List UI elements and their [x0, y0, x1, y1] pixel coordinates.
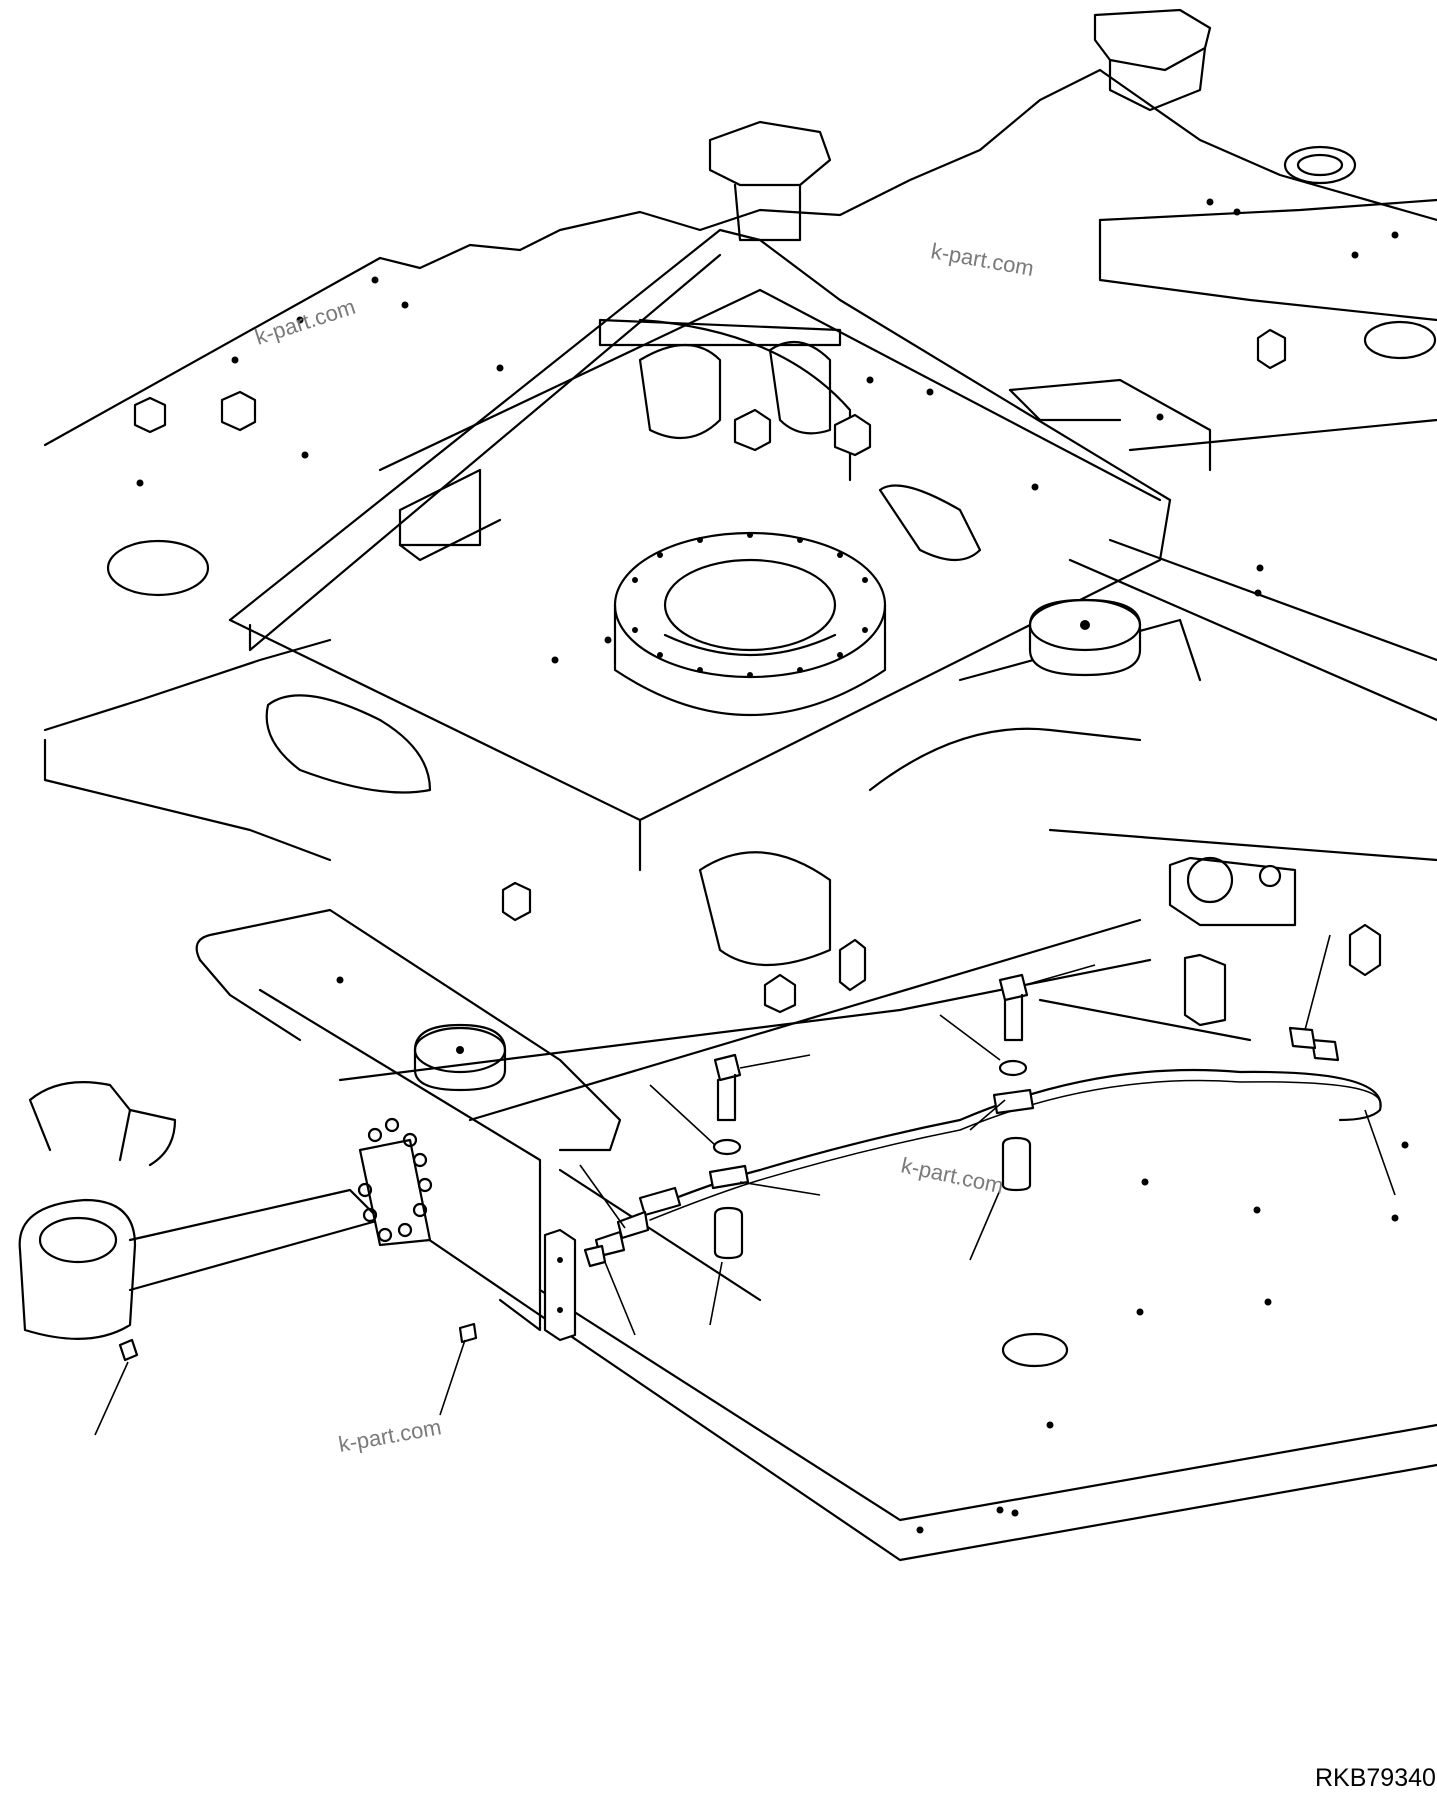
clamp-hardware: [118, 973, 1035, 1362]
upper-frame: [228, 8, 1437, 966]
swing-circle: [613, 531, 887, 717]
watermark-text: k-part.com: [899, 1152, 1006, 1198]
round-pads: [106, 145, 1437, 1368]
watermarks: k-part.com k-part.com k-part.com k-part.…: [252, 238, 1036, 1457]
cube-bosses: [133, 328, 1382, 1014]
grease-hose-assembly: [594, 1026, 1382, 1258]
bolt-holes: [136, 198, 1409, 1534]
watermark-text: k-part.com: [929, 238, 1036, 281]
frame-outline: [43, 68, 1437, 1562]
swing-bracket: [18, 856, 1297, 1342]
drawing-code: RKB79340: [1315, 1764, 1436, 1792]
watermark-text: k-part.com: [337, 1414, 444, 1457]
leader-lines: [94, 934, 1396, 1436]
watermark-text: k-part.com: [252, 294, 359, 350]
